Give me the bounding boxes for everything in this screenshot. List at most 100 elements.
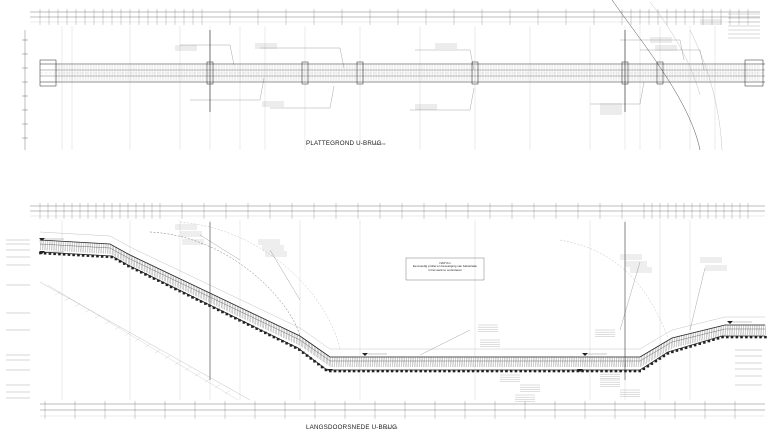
section-stair-tread bbox=[675, 349, 679, 352]
section-balustrade-post bbox=[104, 243, 106, 254]
section-balustrade-post bbox=[764, 324, 766, 336]
section-balustrade-post bbox=[632, 356, 634, 368]
section-balustrade-post bbox=[647, 352, 649, 363]
section-balustrade-post bbox=[462, 356, 464, 368]
section-balustrade-post bbox=[505, 356, 507, 368]
section-balustrade-post bbox=[341, 356, 343, 368]
section-balustrade-post bbox=[444, 356, 446, 368]
section-balustrade-post bbox=[650, 350, 652, 361]
section-balustrade-post bbox=[130, 254, 132, 266]
section-stair-tread bbox=[581, 369, 584, 373]
section-balustrade-post bbox=[531, 356, 532, 368]
section-balustrade-post bbox=[525, 356, 527, 368]
section-balustrade-post bbox=[399, 356, 400, 368]
section-balustrade-post bbox=[59, 240, 61, 252]
section-balustrade-post bbox=[735, 324, 737, 336]
section-balustrade-post bbox=[413, 356, 415, 368]
section-balustrade-post bbox=[503, 356, 505, 368]
section-stair-tread bbox=[268, 333, 271, 337]
section-balustrade-post bbox=[569, 356, 570, 368]
section-stair-tread bbox=[216, 308, 220, 312]
section-balustrade-post bbox=[664, 341, 666, 353]
section-balustrade-post bbox=[188, 282, 189, 293]
section-balustrade-post bbox=[174, 275, 176, 287]
section-balustrade-post bbox=[583, 356, 585, 368]
section-balustrade-post bbox=[238, 306, 240, 317]
section-stair-tread bbox=[419, 369, 423, 373]
section-annotation-leader bbox=[419, 329, 471, 356]
section-stair-tread bbox=[533, 369, 537, 373]
plan-title: PLATTEGROND U-BRUG bbox=[306, 140, 382, 147]
section-stair-tread bbox=[633, 369, 637, 373]
section-balustrade-post bbox=[97, 242, 99, 254]
section-stair-tread bbox=[390, 369, 394, 373]
section-balustrade-post bbox=[637, 356, 639, 368]
section-balustrade-post bbox=[147, 262, 149, 274]
section-balustrade-post bbox=[281, 326, 282, 338]
section-balustrade-post bbox=[292, 331, 294, 343]
section-balustrade-post bbox=[518, 356, 520, 368]
section-balustrade-post bbox=[684, 334, 686, 345]
section-balustrade-post bbox=[184, 280, 186, 292]
section-stair-tread bbox=[144, 273, 147, 276]
section-balustrade-post bbox=[124, 251, 126, 263]
section-stair-tread bbox=[543, 369, 546, 373]
section-balustrade-post bbox=[757, 324, 759, 336]
section-stair-tread bbox=[139, 271, 143, 274]
section-ground-hatch bbox=[84, 309, 91, 313]
section-balustrade-post bbox=[127, 253, 129, 264]
section-balustrade-post bbox=[268, 320, 269, 331]
section-stair-tread bbox=[204, 302, 207, 305]
section-stair-tread bbox=[638, 369, 642, 373]
section-balustrade-post bbox=[241, 307, 243, 319]
section-title: LANGSDOORSNEDE U-BRUG bbox=[306, 424, 398, 431]
section-balustrade-post bbox=[201, 288, 202, 299]
section-stair-tread bbox=[614, 369, 618, 373]
section-balustrade-post bbox=[308, 341, 309, 352]
section-stair-tread bbox=[462, 369, 465, 373]
section-balustrade-post bbox=[741, 324, 743, 336]
section-ground-hatch bbox=[54, 291, 61, 296]
section-balustrade-post bbox=[344, 356, 346, 368]
section-stair-tread bbox=[281, 340, 284, 343]
section-stair-tread bbox=[658, 357, 662, 360]
section-balustrade-post bbox=[507, 356, 509, 368]
section-balustrade-post bbox=[730, 324, 732, 336]
section-balustrade-post bbox=[478, 356, 480, 368]
section-stair-tread bbox=[317, 363, 320, 366]
section-balustrade-post bbox=[719, 325, 721, 337]
section-balustrade-post bbox=[487, 356, 489, 368]
section-balustrade-post bbox=[328, 355, 330, 367]
section-stair-tread bbox=[118, 260, 122, 263]
section-stair-tread bbox=[343, 369, 346, 373]
section-balustrade-post bbox=[406, 356, 408, 368]
section-balustrade-post bbox=[95, 242, 97, 254]
section-balustrade-post bbox=[322, 351, 324, 363]
section-balustrade-post bbox=[522, 356, 523, 368]
section-balustrade-post bbox=[324, 352, 326, 364]
section-stair-tread bbox=[654, 359, 658, 363]
section-ground-hatch bbox=[74, 303, 81, 307]
section-balustrade-post bbox=[189, 282, 191, 294]
section-balustrade-post bbox=[634, 356, 636, 368]
section-balustrade-post bbox=[157, 267, 158, 278]
section-level-marker bbox=[327, 369, 333, 372]
section-stair-tread bbox=[735, 335, 739, 339]
section-balustrade-post bbox=[603, 356, 605, 368]
section-balustrade-post bbox=[79, 241, 81, 253]
section-balustrade-post bbox=[630, 356, 632, 368]
section-balustrade-post bbox=[655, 347, 657, 358]
section-balustrade-post bbox=[759, 324, 761, 336]
section-balustrade-post bbox=[467, 356, 469, 368]
section-ground-hatch bbox=[144, 344, 151, 348]
section-balustrade-post bbox=[222, 298, 224, 310]
section-balustrade-post bbox=[83, 241, 85, 253]
section-balustrade-post bbox=[165, 271, 167, 282]
plan-column-marker bbox=[301, 61, 309, 85]
plan-curve-right-2 bbox=[689, 29, 723, 151]
section-stair-tread bbox=[298, 348, 301, 352]
section-arc-left bbox=[149, 231, 301, 337]
plan-annotation-arrow bbox=[639, 81, 645, 105]
section-balustrade-post bbox=[447, 356, 449, 368]
section-balustrade-post bbox=[219, 296, 220, 308]
